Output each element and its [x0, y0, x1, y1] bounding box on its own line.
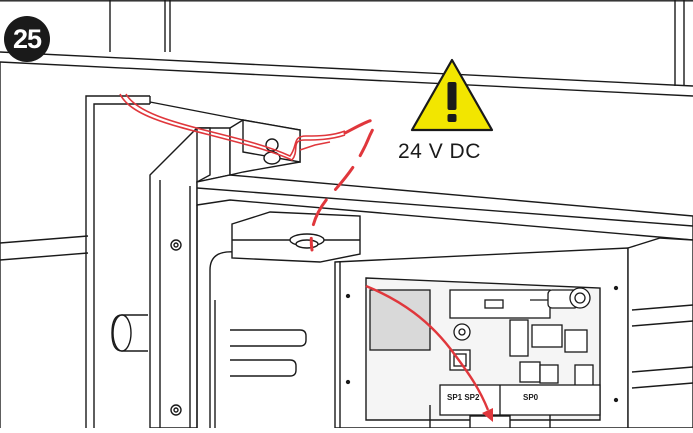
power-cable — [119, 93, 346, 161]
cable-to-terminal — [365, 284, 490, 411]
step-number-badge: 25 — [4, 16, 50, 62]
wall-recess — [85, 95, 244, 428]
cable-route-dashed — [309, 118, 377, 252]
mounting-bracket — [229, 119, 301, 176]
side-knob — [111, 314, 148, 352]
warning-triangle-icon — [410, 58, 494, 132]
connector-label-sp0: SP0 — [523, 393, 539, 402]
arrow-head-icon — [482, 408, 493, 422]
connector-label-sp1-sp2: SP1 SP2 — [447, 393, 480, 402]
housing-frame — [149, 127, 693, 429]
voltage-label: 24 V DC — [398, 140, 481, 163]
terminal-components — [345, 285, 619, 416]
